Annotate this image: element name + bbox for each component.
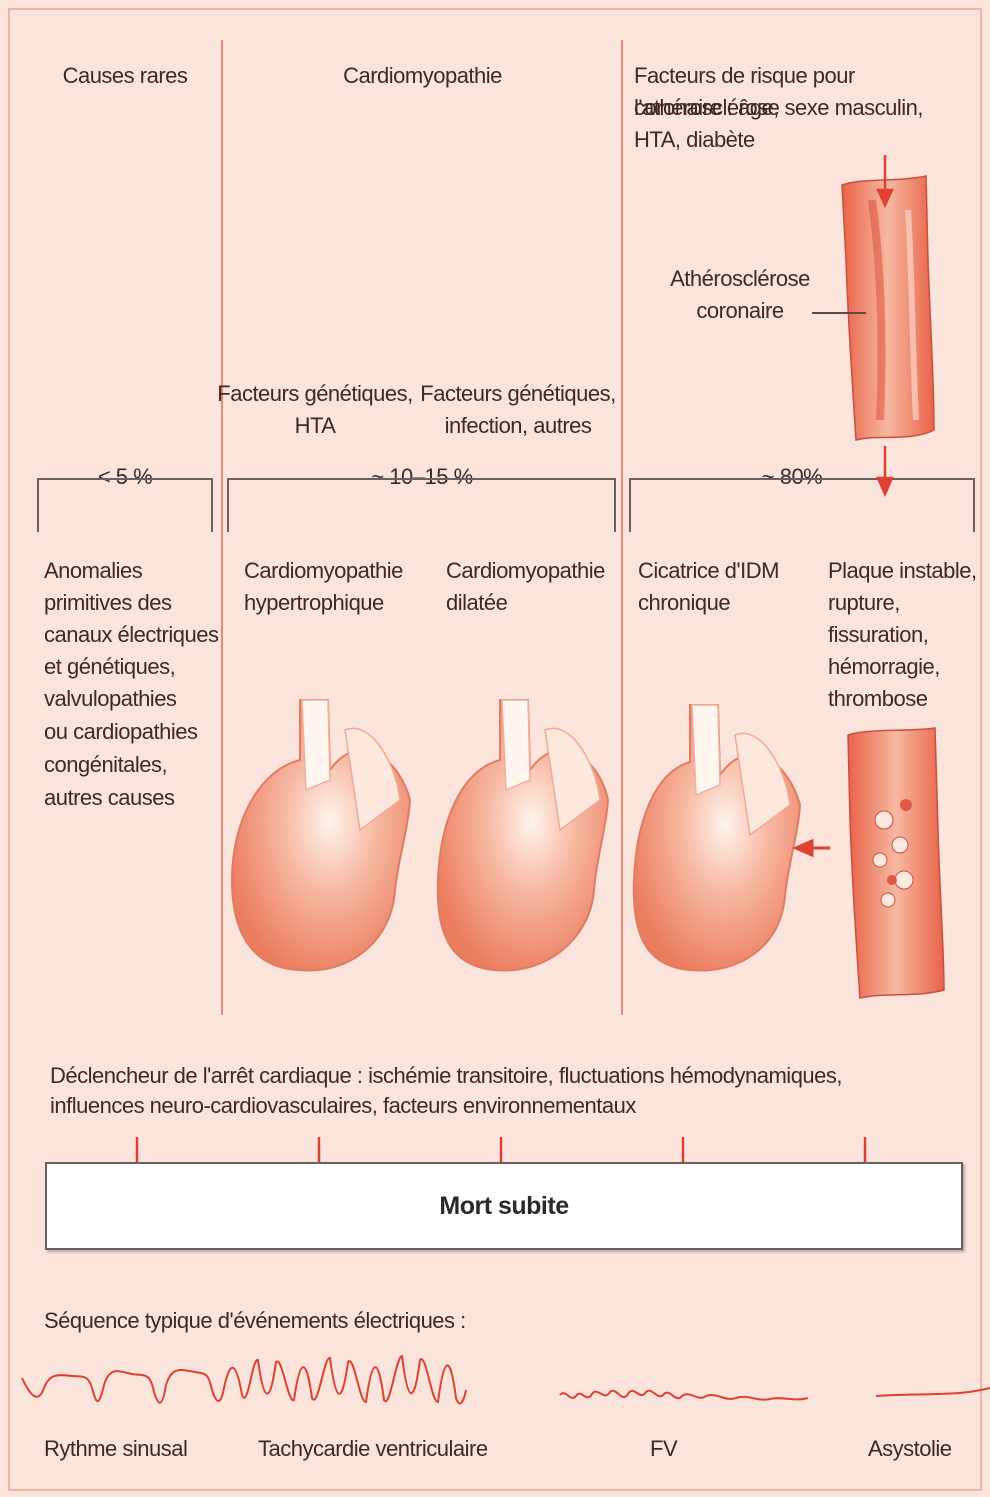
sudden-death-label: Mort subite [439,1192,568,1221]
heart-mi-scar [634,705,800,971]
label-sinus-rhythm: Rythme sinusal [44,1433,187,1465]
arrow-scar [796,841,830,855]
sequence-title: Séquence typique d'événements électrique… [44,1305,466,1337]
ecg-asystole [876,1388,990,1396]
heart-dilated [438,700,608,970]
bracket-rare [38,479,212,532]
sudden-death-box: Mort subite [45,1162,963,1250]
ecg-traces [22,1356,990,1403]
ecg-sinus-rhythm [22,1370,224,1403]
bracket-coronary [630,479,974,532]
ecg-ventricular-tachycardia [224,1356,466,1403]
coronary-vessel-upper [842,176,934,440]
label-ventricular-tachycardia: Tachycardie ventriculaire [258,1433,488,1465]
arrow-vessel-to-80 [878,446,892,494]
coronary-vessel-thrombus [848,728,944,998]
ecg-ventricular-fibrillation [560,1391,808,1400]
label-fv: FV [650,1433,677,1465]
heart-hypertrophic [232,700,410,970]
bracket-cardiomyopathy [228,479,615,532]
label-asystole: Asystolie [868,1433,952,1465]
